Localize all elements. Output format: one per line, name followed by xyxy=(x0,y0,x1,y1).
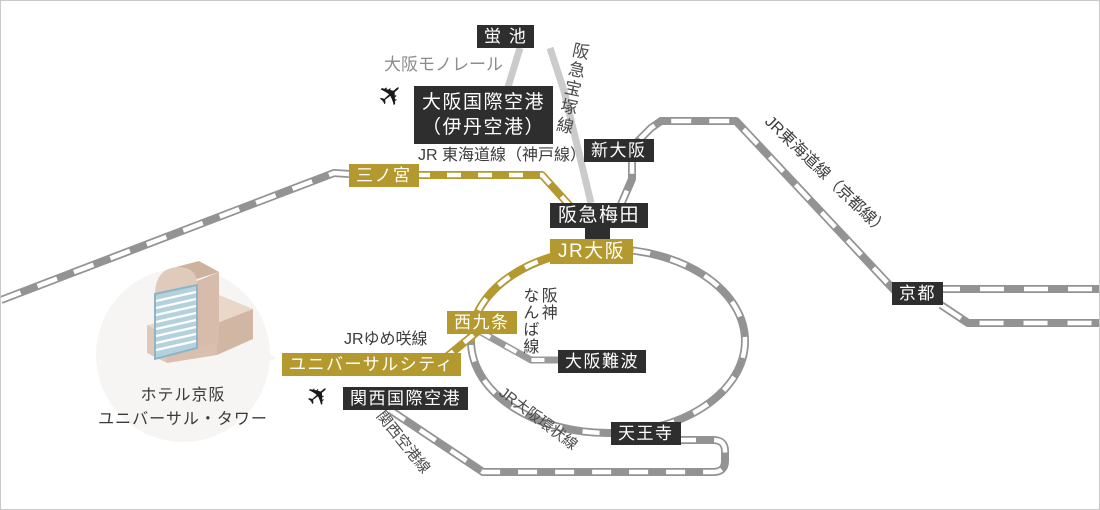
hotel-window-stripes xyxy=(155,290,197,352)
station-jr-osaka: JR大阪 xyxy=(550,239,634,264)
station-sannomiya: 三ノ宮 xyxy=(349,164,419,187)
kansai-airport-line xyxy=(387,406,729,476)
itami-airport-name: 大阪国際空港 xyxy=(422,92,546,113)
station-hankyu-umeda: 阪急梅田 xyxy=(550,203,649,228)
itami-airport-alias: （伊丹空港） xyxy=(422,117,546,139)
hotel-name-line2: ユニバーサル・タワー xyxy=(98,411,268,428)
osaka-monorail-label: 大阪モノレール xyxy=(384,55,503,74)
hotel-tower-side-face xyxy=(197,272,219,348)
osaka-monorail-line xyxy=(504,46,524,89)
umeda-osaka-connector xyxy=(585,227,610,241)
hanshin-namba-label: 阪神 なんば線 xyxy=(520,287,556,355)
hotel-podium-right-face xyxy=(217,309,253,355)
station-tennoji: 天王寺 xyxy=(611,422,681,445)
jr-kobe-line-west xyxy=(1,169,350,304)
hotel-tower-roof-top xyxy=(176,261,219,279)
station-nishikujo: 西九条 xyxy=(447,311,517,334)
hanshin-namba-line xyxy=(477,327,563,364)
hankyu-takarazuka-line xyxy=(546,46,595,204)
station-osaka-namba: 大阪難波 xyxy=(558,350,646,373)
hotel-name-line1: ホテル京阪 xyxy=(140,387,226,404)
jr-tokaido-kobe-label: JR 東海道線（神戸線） xyxy=(418,147,587,164)
hotel-circle-tail xyxy=(257,349,277,367)
station-kansai-airport: 関西国際空港 xyxy=(343,387,468,410)
station-itami-airport: 大阪国際空港 （伊丹空港） xyxy=(414,86,554,145)
hotel-illustration xyxy=(96,261,277,442)
station-kyoto: 京都 xyxy=(892,282,943,305)
station-universal-city: ユニバーサルシティ xyxy=(282,353,462,376)
station-hotarugaike: 蛍 池 xyxy=(477,25,535,48)
station-shin-osaka: 新大阪 xyxy=(584,139,654,162)
jr-yumesaki-label: JRゆめ咲線 xyxy=(344,331,428,348)
jr-kyoto-line xyxy=(615,117,1099,327)
